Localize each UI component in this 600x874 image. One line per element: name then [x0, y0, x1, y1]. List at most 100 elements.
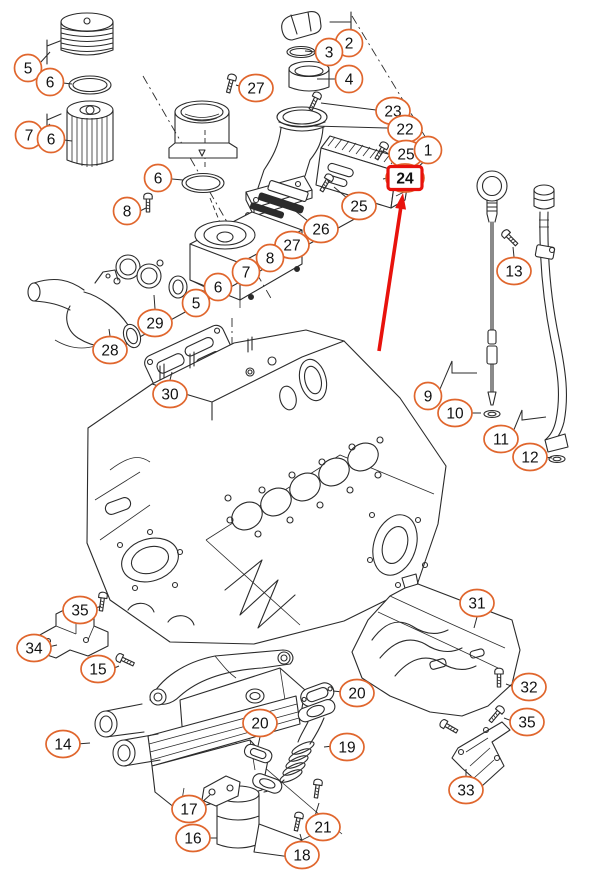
callout-circle — [314, 37, 344, 67]
part-callout-25[interactable]: 25 — [341, 191, 377, 221]
callout-circle — [171, 794, 207, 824]
oil-dipstick — [476, 170, 508, 419]
part-callout-30[interactable]: 30 — [152, 379, 188, 409]
part-callout-8[interactable]: 8 — [255, 243, 285, 273]
callout-circle — [242, 708, 278, 738]
callout-circle — [16, 633, 52, 663]
leader-line — [304, 50, 317, 53]
part-callout-5[interactable]: 5 — [181, 288, 211, 318]
part-number: 4 — [345, 71, 354, 88]
part-callout-7[interactable]: 7 — [231, 257, 261, 287]
oil-filter-assembly — [60, 12, 114, 167]
leader-line — [512, 246, 515, 258]
part-callout-16[interactable]: 16 — [175, 823, 211, 853]
part-number: 11 — [493, 431, 509, 448]
callout-circle — [284, 840, 320, 870]
callout-circle — [341, 191, 377, 221]
part-callout-4[interactable]: 4 — [334, 64, 364, 94]
part-number: 21 — [314, 819, 331, 836]
part-number: 32 — [520, 679, 537, 696]
part-callout-34[interactable]: 34 — [16, 633, 52, 663]
part-callout-29[interactable]: 29 — [137, 308, 173, 338]
part-callout-28[interactable]: 28 — [92, 335, 128, 365]
part-callout-6[interactable]: 6 — [203, 272, 233, 302]
highlight-arrow-shaft — [377, 204, 403, 352]
part-callout-20[interactable]: 20 — [242, 708, 278, 738]
part-number: 29 — [146, 315, 163, 332]
part-number: 20 — [348, 685, 366, 702]
part-callout-6[interactable]: 6 — [143, 163, 173, 193]
callout-circle — [483, 424, 519, 454]
part-number: 20 — [251, 715, 269, 732]
leader-line — [299, 833, 303, 842]
callout-circle — [255, 243, 285, 273]
callout-circle — [62, 595, 98, 625]
dipstick-seal — [483, 409, 501, 419]
part-number: 6 — [214, 279, 223, 296]
part-callout-3[interactable]: 3 — [314, 37, 344, 67]
part-callout-6[interactable]: 6 — [36, 124, 66, 154]
part-number: 26 — [312, 221, 329, 238]
part-callout-11[interactable]: 11 — [483, 424, 519, 454]
part-number: 18 — [293, 847, 310, 864]
part-callout-8[interactable]: 8 — [112, 196, 142, 226]
part-callout-7[interactable]: 7 — [14, 120, 44, 150]
part-callout-18[interactable]: 18 — [284, 840, 320, 870]
part-number: 6 — [154, 170, 163, 187]
leader-line — [62, 82, 73, 85]
part-number: 5 — [24, 60, 33, 77]
part-callout-9[interactable]: 9 — [413, 381, 443, 411]
part-number: 1 — [424, 142, 433, 159]
part-callout-26[interactable]: 26 — [303, 214, 339, 244]
part-number: 6 — [47, 131, 56, 148]
callout-circle — [329, 732, 365, 762]
callout-circle — [92, 335, 128, 365]
callout-circle — [143, 163, 173, 193]
part-number: 8 — [266, 250, 275, 267]
part-number: 35 — [518, 714, 535, 731]
coolant-pipe — [27, 269, 142, 349]
part-callout-1[interactable]: 1 — [413, 135, 443, 165]
part-number: 27 — [283, 237, 300, 254]
part-callout-35[interactable]: 35 — [509, 707, 545, 737]
callout-circle — [303, 214, 339, 244]
part-callout-14[interactable]: 14 — [45, 729, 81, 759]
part-number: 13 — [505, 263, 522, 280]
part-number: 8 — [123, 203, 132, 220]
leader-line — [288, 205, 309, 222]
callout-circle — [137, 308, 173, 338]
highlight-arrow-layer — [377, 193, 407, 352]
leader-line — [39, 51, 51, 64]
part-callout-10[interactable]: 10 — [437, 398, 473, 428]
part-callout-35[interactable]: 35 — [62, 595, 98, 625]
part-callout-20[interactable]: 20 — [339, 678, 375, 708]
callout-circle — [152, 379, 188, 409]
part-callout-22[interactable]: 22 — [387, 114, 423, 144]
part-callout-27[interactable]: 27 — [238, 73, 274, 103]
part-number: 2 — [345, 35, 354, 52]
leader-line — [314, 802, 320, 817]
part-callout-31[interactable]: 31 — [459, 588, 495, 618]
callout-circle — [35, 67, 65, 97]
callout-circle — [175, 823, 211, 853]
part-callout-33[interactable]: 33 — [448, 775, 484, 805]
callout-circle — [413, 135, 443, 165]
part-callout-6[interactable]: 6 — [35, 67, 65, 97]
part-callout-19[interactable]: 19 — [329, 732, 365, 762]
part-callout-12[interactable]: 12 — [512, 442, 548, 472]
leader-line — [312, 125, 389, 129]
part-number: 31 — [468, 595, 485, 612]
callout-circle — [203, 272, 233, 302]
part-callout-24[interactable]: 24 — [385, 163, 425, 193]
part-number: 3 — [325, 44, 334, 61]
part-callout-32[interactable]: 32 — [511, 672, 547, 702]
part-callout-13[interactable]: 13 — [496, 256, 532, 286]
callout-circle — [511, 672, 547, 702]
callout-circle — [496, 256, 532, 286]
part-callout-17[interactable]: 17 — [171, 794, 207, 824]
part-callout-15[interactable]: 15 — [80, 654, 116, 684]
part-callout-21[interactable]: 21 — [305, 812, 341, 842]
part-number: 12 — [521, 449, 538, 466]
part-callout-5[interactable]: 5 — [13, 53, 43, 83]
